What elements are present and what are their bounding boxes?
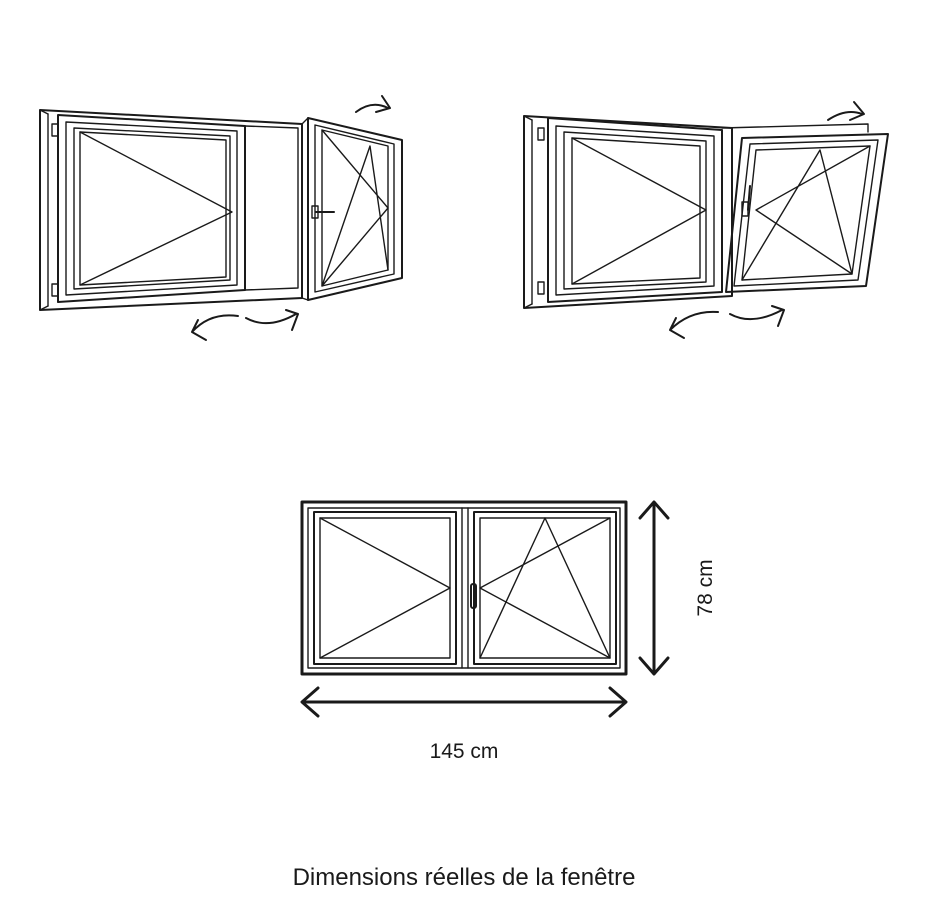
tilt-opening-illustration: [523, 101, 889, 339]
right-sash-tilted: [725, 133, 889, 293]
window-handle-icon: [311, 205, 335, 219]
left-sash: [547, 117, 723, 303]
tilt-arrow-icon: [827, 101, 865, 121]
right-sash-opened: [301, 117, 403, 301]
outer-frame: [523, 115, 733, 309]
window-handle-icon: [741, 185, 751, 217]
width-label: 145 cm: [430, 740, 499, 763]
front-elevation: 145 cm 78 cm: [300, 500, 717, 763]
mullion: [461, 507, 469, 669]
frame-top-rail: [721, 123, 869, 133]
rotate-right-arrow-icon: [729, 305, 785, 327]
window-handle-icon: [470, 583, 477, 609]
casement-opening-illustration: [39, 95, 403, 341]
rotate-right-arrow-icon: [245, 309, 299, 331]
swing-arrow-icon: [355, 95, 391, 113]
right-sash: [473, 511, 617, 665]
frame-gap: [244, 125, 299, 291]
rotate-left-arrow-icon: [669, 310, 719, 339]
rotate-left-arrow-icon: [191, 314, 239, 341]
left-sash: [57, 114, 246, 303]
height-label: 78 cm: [694, 559, 717, 616]
width-dimension: 145 cm: [300, 686, 628, 763]
left-sash: [313, 511, 457, 665]
caption: Dimensions réelles de la fenêtre: [293, 864, 636, 891]
height-dimension: 78 cm: [638, 500, 717, 676]
outer-frame: [300, 500, 628, 676]
